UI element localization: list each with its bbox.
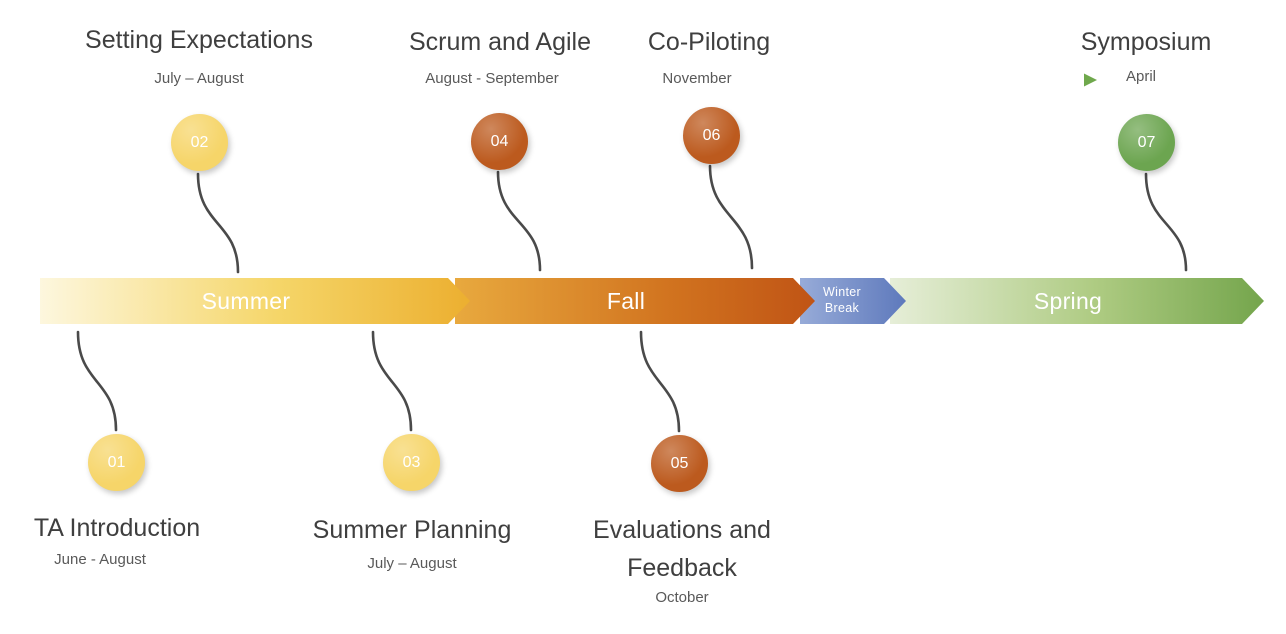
milestone-05-title: Evaluations and Feedback	[593, 516, 771, 582]
season-segment-summer: Summer	[40, 278, 470, 324]
connector-04	[496, 170, 542, 272]
connector-03	[371, 330, 413, 432]
season-segment-winter-break: Winter Break	[800, 278, 906, 324]
connector-07	[1144, 172, 1188, 272]
milestone-07-dates: April	[1125, 68, 1157, 85]
milestone-04-dates: August - September	[425, 70, 559, 87]
milestone-03-marker: 03	[383, 434, 440, 491]
season-summer-label: Summer	[201, 287, 291, 314]
milestone-01-title: TA Introduction	[33, 514, 201, 542]
season-gradient-arrow	[752, 73, 1097, 87]
season-spring-label: Spring	[1033, 287, 1103, 314]
connector-05	[639, 330, 681, 433]
milestone-03-title: Summer Planning	[312, 516, 512, 544]
milestone-07-marker: 07	[1118, 114, 1175, 171]
milestone-03-dates: July – August	[367, 555, 457, 572]
connector-02	[196, 172, 240, 274]
milestone-07-title: Symposium	[1080, 28, 1212, 56]
milestone-06-marker: 06	[683, 107, 740, 164]
season-fall-label: Fall	[606, 287, 646, 314]
milestone-04-title: Scrum and Agile	[408, 28, 592, 56]
milestone-01-dates: June - August	[54, 551, 146, 568]
milestone-06-dates: November	[662, 70, 732, 87]
milestone-04-marker: 04	[471, 113, 528, 170]
milestone-05-dates: October	[655, 589, 709, 606]
milestone-06-title: Co-Piloting	[647, 28, 771, 56]
milestone-02-marker: 02	[171, 114, 228, 171]
milestone-01-marker: 01	[88, 434, 145, 491]
season-segment-fall: Fall	[455, 278, 815, 324]
season-winter-break-label: Winter Break	[823, 285, 861, 315]
season-segment-spring: Spring	[890, 278, 1264, 324]
milestone-02-dates: July – August	[154, 70, 244, 87]
connector-06	[708, 164, 754, 270]
connector-01	[76, 330, 118, 432]
milestone-02-title: Setting Expectations	[85, 26, 313, 54]
milestone-05-marker: 05	[651, 435, 708, 492]
